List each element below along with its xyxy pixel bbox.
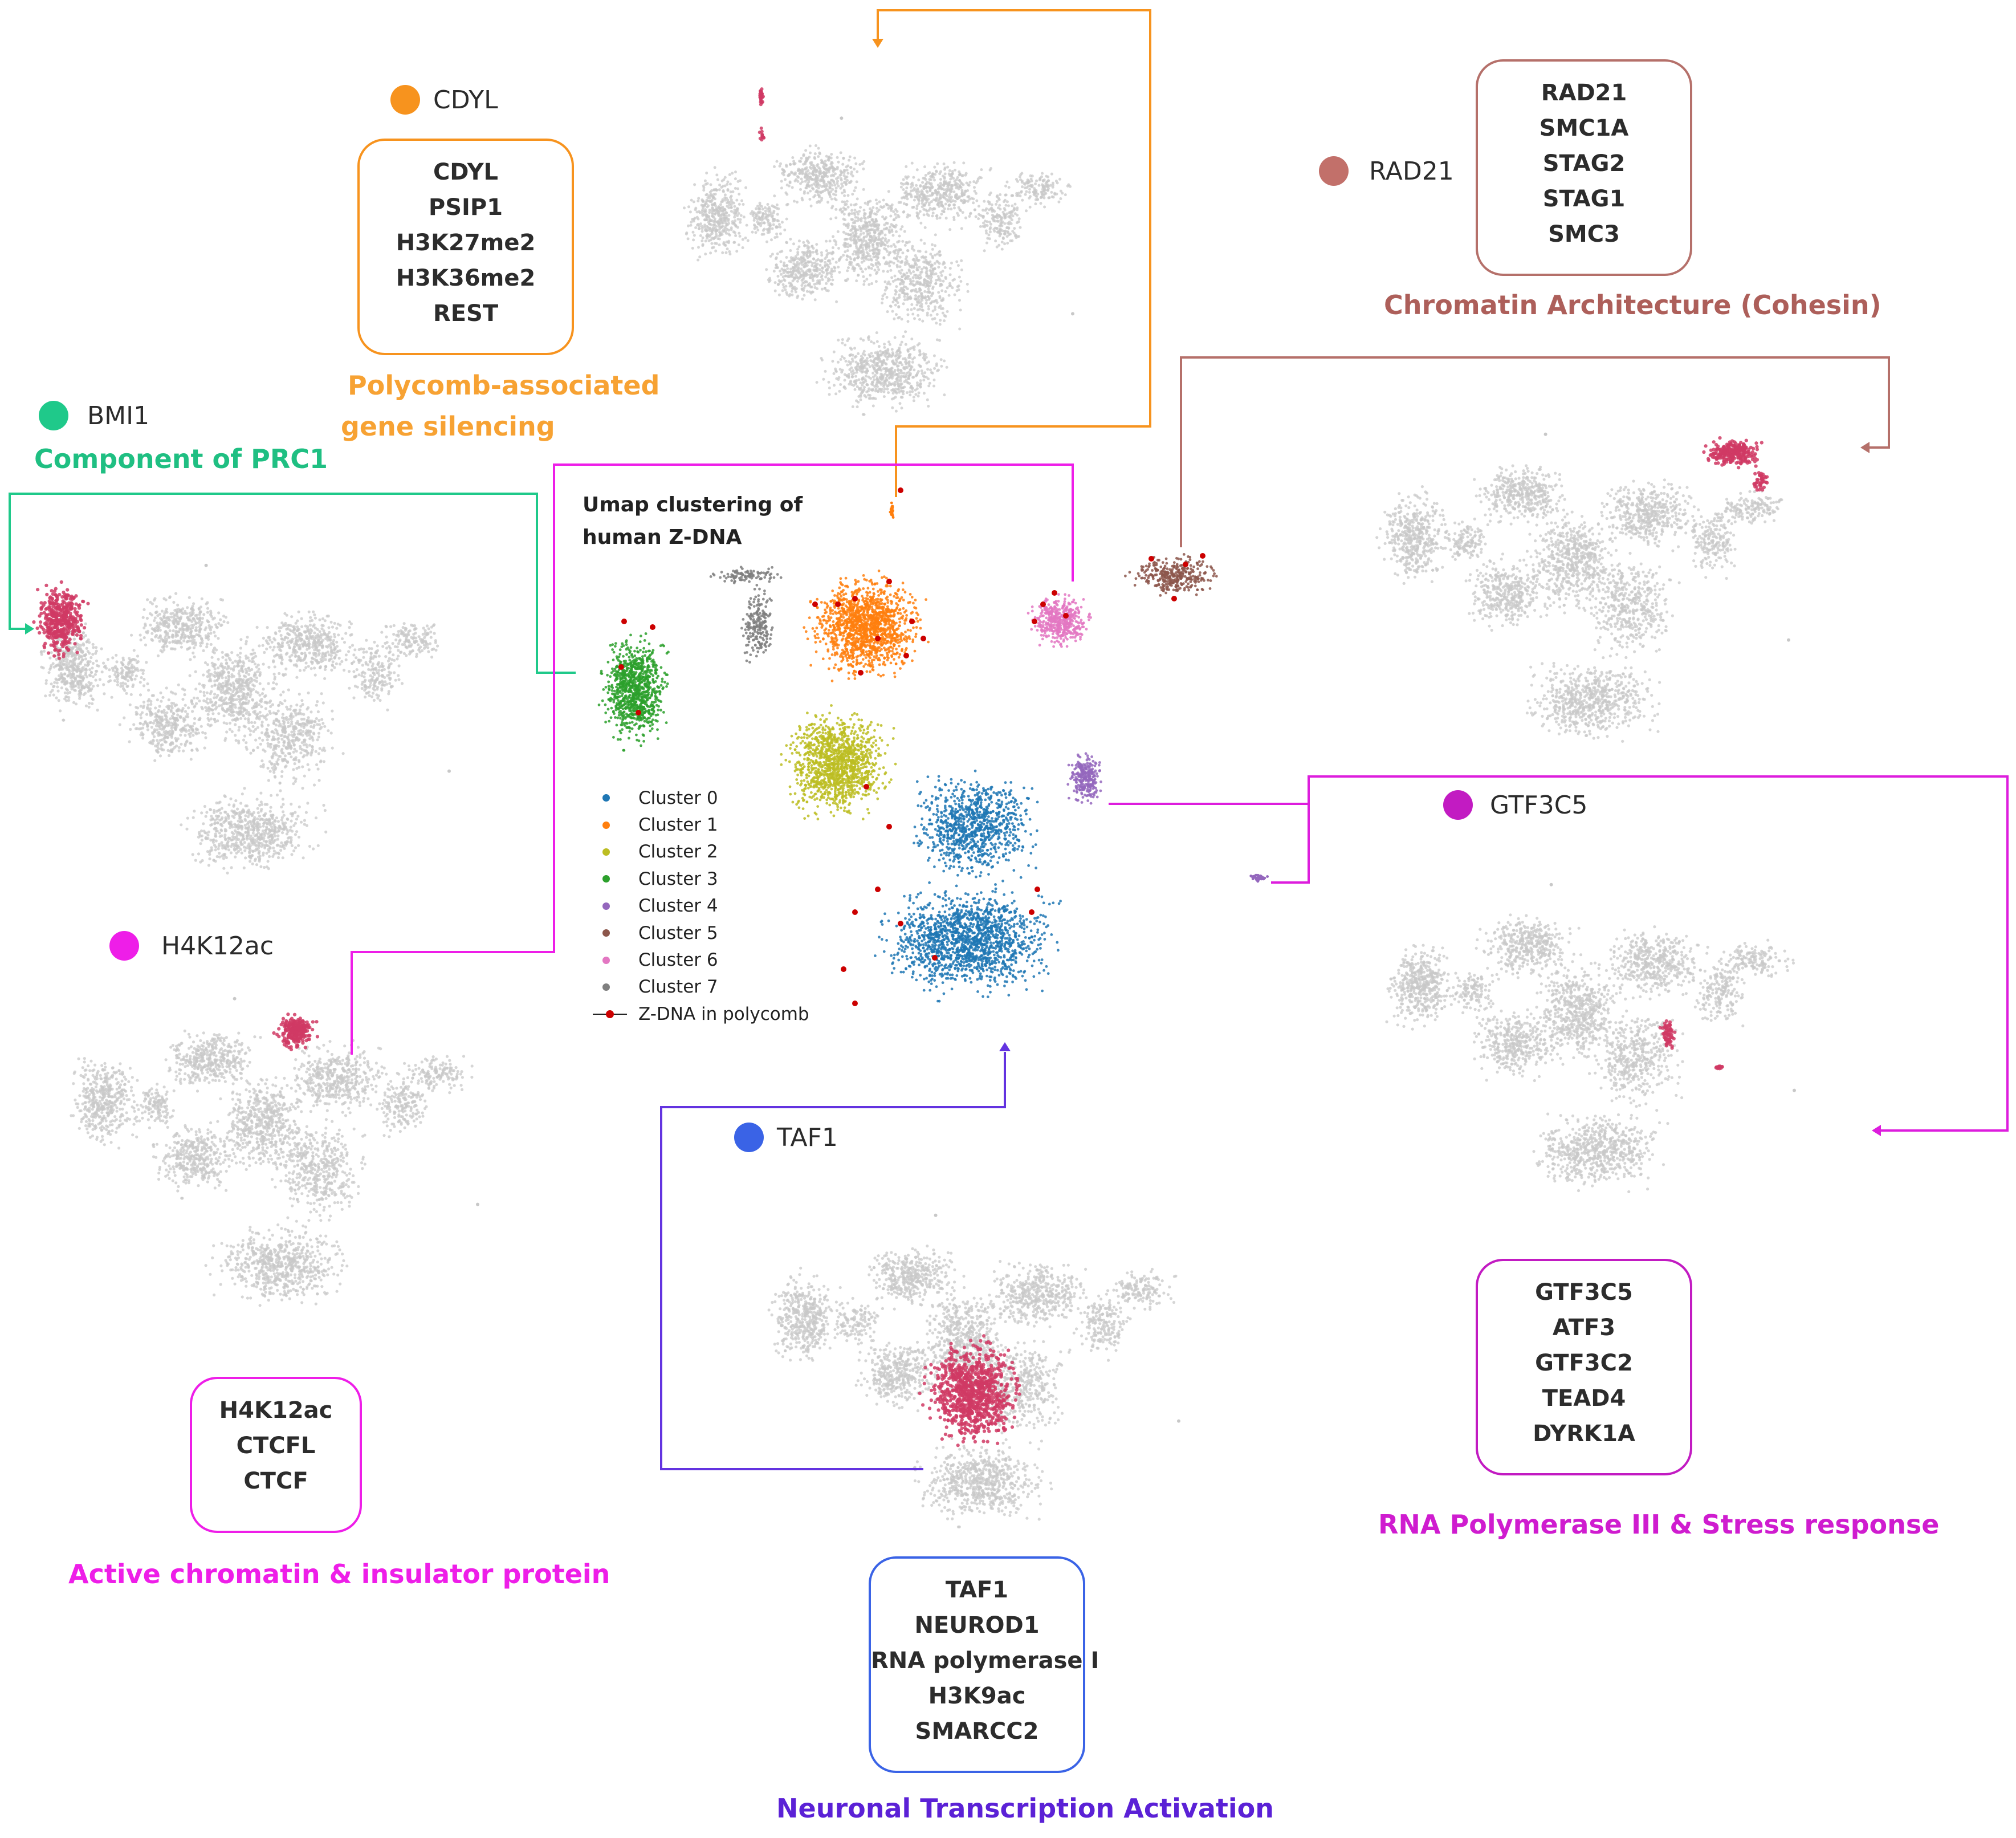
- gtf3c5-list-item: DYRK1A: [1478, 1416, 1690, 1451]
- legend-item: Cluster 3: [593, 865, 809, 892]
- legend-label: Cluster 1: [638, 815, 718, 835]
- cdyl-umap-panel: [683, 87, 1074, 416]
- legend-swatch-6: [602, 957, 610, 964]
- legend-item: Cluster 4: [593, 893, 809, 920]
- legend-label: Cluster 2: [638, 841, 718, 862]
- legend-label: Cluster 5: [638, 923, 718, 944]
- zdna-marker-icon: [593, 1009, 638, 1020]
- cdyl-arrow-icon: [872, 39, 883, 48]
- legend-swatch-4: [602, 902, 610, 910]
- h4k12ac-list-item: H4K12ac: [192, 1393, 360, 1428]
- h4k12ac-marker-dot: [109, 931, 139, 961]
- rad21-list-box: RAD21 SMC1A STAG2 STAG1 SMC3: [1476, 59, 1692, 276]
- cdyl-list-item: REST: [360, 296, 572, 331]
- bmi1-label: BMI1: [87, 401, 149, 430]
- gtf3c5-label: GTF3C5: [1490, 791, 1587, 820]
- bmi1-connector-line: [10, 494, 576, 673]
- taf1-list-item: NEUROD1: [871, 1608, 1083, 1643]
- legend-label: Cluster 0: [638, 788, 718, 808]
- gtf3c5-marker-dot: [1443, 790, 1473, 820]
- rad21-connector-line: [1181, 357, 1889, 547]
- legend-label: Cluster 3: [638, 869, 718, 889]
- legend-swatch-0: [602, 794, 610, 802]
- cdyl-category: Polycomb-associated gene silencing: [348, 365, 660, 447]
- taf1-marker-dot: [734, 1123, 764, 1152]
- taf1-list-item: H3K9ac: [871, 1678, 1083, 1714]
- bmi1-marker-dot: [39, 401, 68, 430]
- legend-item: Cluster 7: [593, 974, 809, 1001]
- rad21-list-item: STAG1: [1478, 181, 1690, 217]
- bmi1-umap-panel: [32, 564, 451, 875]
- legend-label-zdna: Z-DNA in polycomb: [638, 1004, 809, 1024]
- umap-title: Umap clustering of human Z-DNA: [583, 489, 803, 554]
- cdyl-list-item: H3K27me2: [360, 225, 572, 261]
- legend-item: Cluster 0: [593, 784, 809, 811]
- taf1-arrow-icon: [999, 1042, 1011, 1051]
- cdyl-list-item: CDYL: [360, 154, 572, 190]
- gtf3c5-list-box: GTF3C5 ATF3 GTF3C2 TEAD4 DYRK1A: [1476, 1259, 1692, 1475]
- rad21-list-item: STAG2: [1478, 146, 1690, 181]
- taf1-list-item: TAF1: [871, 1572, 1083, 1608]
- rad21-list-item: SMC1A: [1478, 111, 1690, 146]
- rad21-category: Chromatin Architecture (Cohesin): [1384, 290, 1881, 320]
- h4k12ac-category: Active chromatin & insulator protein: [68, 1559, 610, 1589]
- legend-swatch-3: [602, 875, 610, 883]
- rad21-label: RAD21: [1369, 157, 1454, 186]
- legend-label: Cluster 7: [638, 977, 718, 997]
- legend-item-zdna: Z-DNA in polycomb: [593, 1001, 809, 1027]
- bmi1-arrow-icon: [25, 623, 34, 635]
- cdyl-connector-line: [878, 10, 1150, 497]
- taf1-category: Neuronal Transcription Activation: [776, 1793, 1274, 1824]
- legend-label: Cluster 6: [638, 950, 718, 970]
- rad21-list-item: RAD21: [1478, 75, 1690, 111]
- cdyl-list-box: CDYL PSIP1 H3K27me2 H3K36me2 REST: [357, 139, 574, 355]
- cdyl-label: CDYL: [433, 86, 498, 115]
- gtf3c5-connector-line-a: [1109, 804, 1309, 883]
- taf1-list-item: RNA polymerase I: [871, 1643, 1083, 1678]
- umap-title-line-1: Umap clustering of: [583, 489, 803, 521]
- gtf3c5-umap-panel: [1385, 883, 1796, 1193]
- gtf3c5-connector-line-b: [1309, 776, 2007, 1131]
- cdyl-category-line-1: Polycomb-associated: [348, 365, 660, 406]
- cdyl-marker-dot: [390, 85, 420, 115]
- rad21-umap-panel: [1375, 433, 1790, 743]
- rad21-arrow-icon: [1860, 442, 1870, 453]
- taf1-label: TAF1: [777, 1123, 838, 1152]
- legend-item: Cluster 5: [593, 920, 809, 946]
- legend-item: Cluster 1: [593, 811, 809, 838]
- umap-title-line-2: human Z-DNA: [583, 521, 803, 554]
- legend-swatch-2: [602, 848, 610, 856]
- cluster-legend: Cluster 0 Cluster 1 Cluster 2 Cluster 3 …: [593, 784, 809, 1028]
- cdyl-category-line-2: gene silencing: [341, 406, 660, 447]
- legend-swatch-7: [602, 983, 610, 991]
- legend-label: Cluster 4: [638, 896, 718, 916]
- taf1-list-item: SMARCC2: [871, 1714, 1083, 1749]
- taf1-umap-panel: [768, 1214, 1181, 1528]
- gtf3c5-list-item: GTF3C2: [1478, 1345, 1690, 1381]
- rad21-list-item: SMC3: [1478, 217, 1690, 252]
- legend-swatch-5: [602, 929, 610, 937]
- h4k12ac-list-item: CTCF: [192, 1463, 360, 1499]
- cdyl-list-item: H3K36me2: [360, 261, 572, 296]
- gtf3c5-arrow-icon: [1872, 1125, 1881, 1136]
- gtf3c5-list-item: ATF3: [1478, 1310, 1690, 1345]
- h4k12ac-label: H4K12ac: [161, 932, 274, 961]
- gtf3c5-list-item: TEAD4: [1478, 1381, 1690, 1416]
- bmi1-category: Component of PRC1: [34, 444, 328, 474]
- h4k12ac-list-item: CTCFL: [192, 1428, 360, 1463]
- legend-item: Cluster 6: [593, 946, 809, 973]
- gtf3c5-list-item: GTF3C5: [1478, 1275, 1690, 1310]
- taf1-list-box: TAF1 NEUROD1 RNA polymerase I H3K9ac SMA…: [869, 1556, 1085, 1773]
- cdyl-list-item: PSIP1: [360, 190, 572, 225]
- h4k12ac-list-box: H4K12ac CTCFL CTCF: [190, 1377, 362, 1533]
- gtf3c5-category: RNA Polymerase III & Stress response: [1378, 1509, 1939, 1540]
- rad21-marker-dot: [1319, 156, 1349, 186]
- legend-swatch-1: [602, 822, 610, 829]
- h4k12ac-umap-panel: [70, 997, 479, 1307]
- legend-item: Cluster 2: [593, 839, 809, 865]
